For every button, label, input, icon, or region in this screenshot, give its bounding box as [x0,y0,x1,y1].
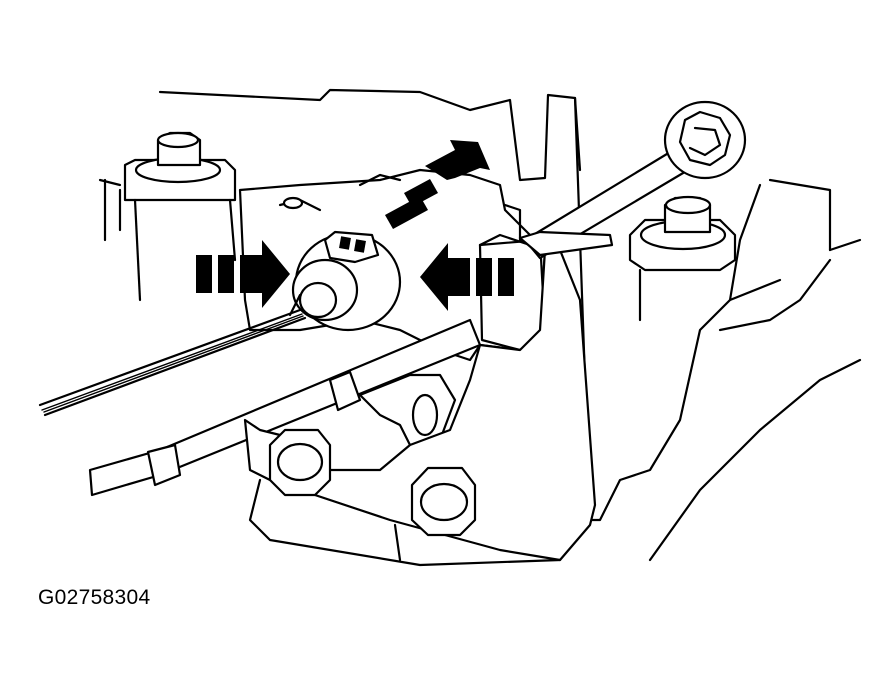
bolt-upper-left [123,131,237,302]
transmission-case [98,88,862,562]
bolt-lower-right [410,466,477,537]
bolt-lower-left [268,428,332,497]
torx-screwdriver-tool [518,100,747,260]
figure-code-label: G02758304 [38,586,151,609]
cable-conduit [88,318,482,497]
arrow-left-pointing-icon [420,243,514,311]
bolt-upper-right [628,195,737,322]
inner-cable [38,308,307,417]
cable-end-fitting [288,230,402,332]
arrow-diagonal-up-right-icon [385,140,490,229]
arrow-right-pointing-icon [196,240,290,308]
